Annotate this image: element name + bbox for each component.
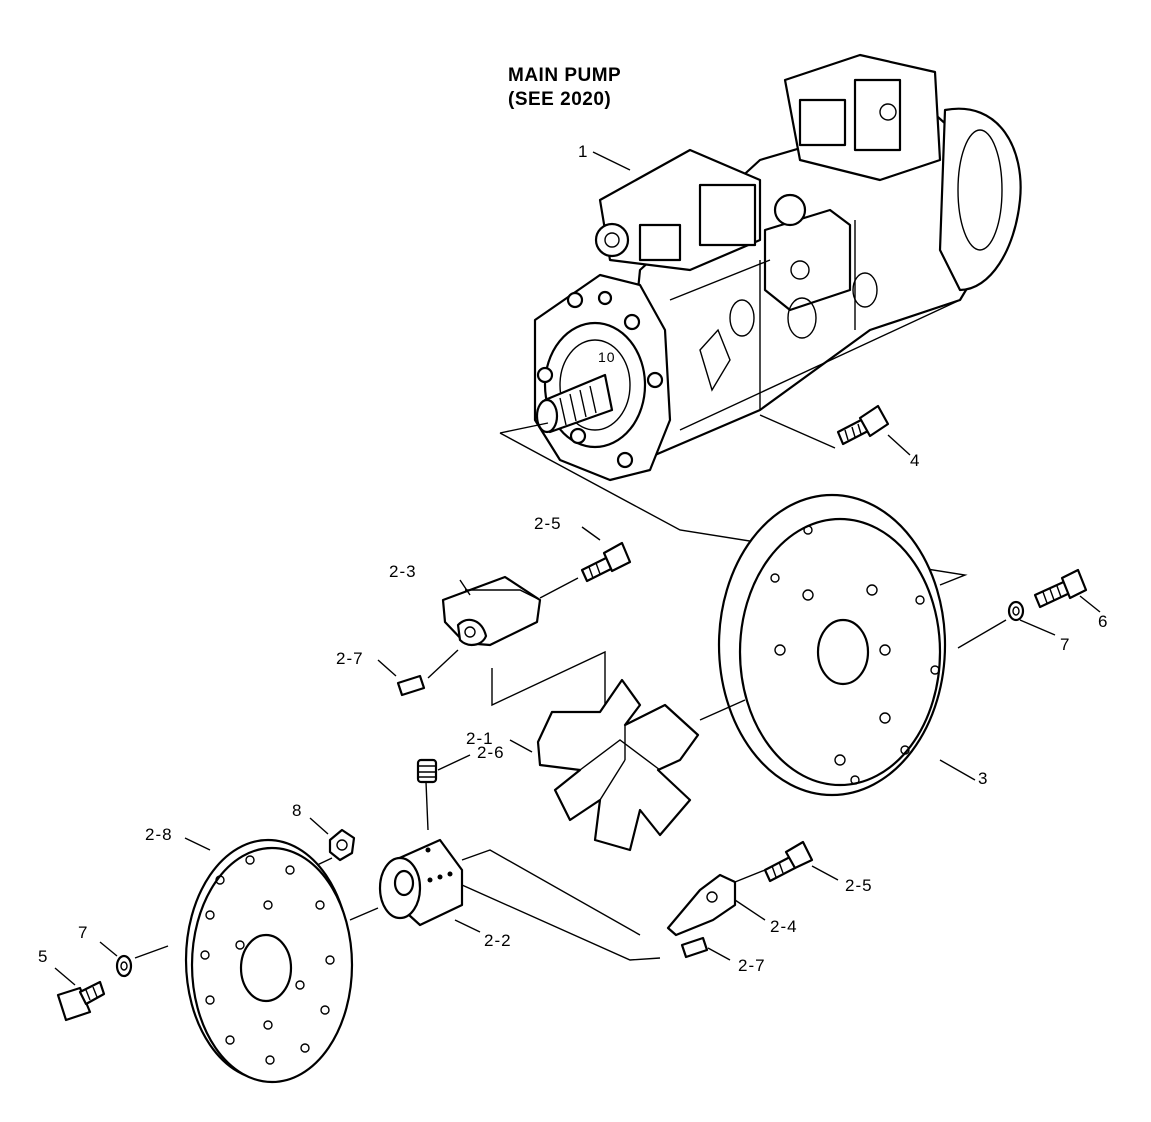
label-2-4: 2-4: [770, 917, 798, 936]
bracket-2-3: [491, 650, 606, 710]
label-7-right: 7: [1060, 635, 1071, 654]
bolt-2-5-lower: [734, 840, 839, 883]
pump-marker-label: 10: [598, 349, 616, 365]
pin-2-7-lower: [680, 936, 731, 961]
setscrew-2-6: [416, 754, 471, 831]
label-2-6: 2-6: [477, 743, 505, 762]
housing-3: [717, 493, 976, 797]
coupling-2-3: [441, 575, 542, 647]
bolt-2-5-upper: [539, 526, 632, 599]
label-2-3: 2-3: [389, 562, 417, 581]
label-3: 3: [978, 769, 989, 788]
washer-7-left: [99, 941, 169, 978]
label-6: 6: [1098, 612, 1109, 631]
label-2-2: 2-2: [484, 931, 512, 950]
hub-2-1: [509, 678, 746, 852]
plate-2-8: [184, 837, 379, 1084]
label-8: 8: [292, 801, 303, 820]
bolt-5: [54, 967, 106, 1022]
main-pump-title-line1: MAIN PUMP: [508, 65, 622, 86]
label-2-5-upper: 2-5: [534, 514, 562, 533]
pin-2-7-upper: [377, 649, 459, 697]
collar-2-2: [378, 838, 661, 961]
washer-7-right: [957, 600, 1056, 649]
main-pump-title: MAIN PUMP (SEE 2020): [508, 64, 621, 112]
label-2-5-lower: 2-5: [845, 876, 873, 895]
label-2-1: 2-1: [466, 729, 494, 748]
bolt-4: [836, 404, 911, 456]
bolt-6: [1033, 568, 1101, 613]
label-2-7-upper: 2-7: [336, 649, 364, 668]
label-2-7-lower: 2-7: [738, 956, 766, 975]
label-2-8: 2-8: [145, 825, 173, 844]
key-2-4: [666, 873, 766, 937]
label-1: 1: [578, 142, 589, 161]
main-pump: [533, 53, 1022, 482]
label-7-left: 7: [78, 923, 89, 942]
label-5: 5: [38, 947, 49, 966]
main-pump-title-line2: (SEE 2020): [508, 88, 612, 110]
label-4: 4: [910, 451, 921, 470]
